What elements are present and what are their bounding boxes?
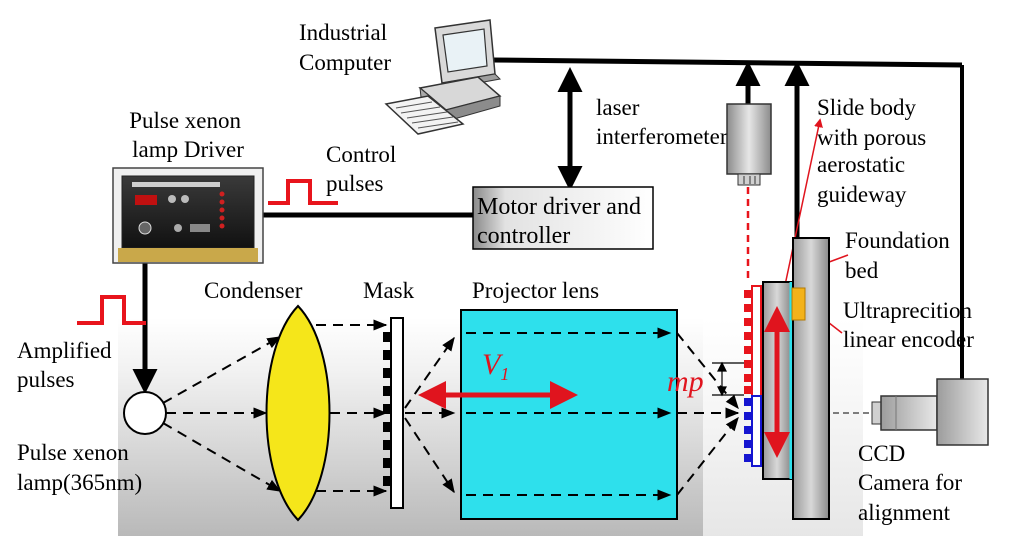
motor-driver-label: Motor driver and controller <box>477 194 647 249</box>
control-pulse-waveform <box>268 179 338 205</box>
rays-condenser-to-mask <box>316 319 388 497</box>
mask-plate <box>383 317 404 509</box>
linear-encoder <box>791 287 806 321</box>
mp-dimension <box>712 361 744 397</box>
ccd-camera-icon <box>871 378 989 446</box>
condenser-lens <box>265 304 331 522</box>
interferometer-label: laser interferometer <box>596 95 728 149</box>
foundation-bed <box>792 237 830 520</box>
encoder-label: Ultraprecition linear encoder <box>843 298 978 352</box>
ccd-label: CCD Camera for alignment <box>858 441 968 525</box>
mp-symbol: mp <box>667 365 704 398</box>
foundation-bed-label: Foundation bed <box>845 228 956 283</box>
driver-label: Pulse xenon lamp Driver <box>129 108 247 162</box>
v1-symbol: V1 <box>482 348 509 384</box>
v1-motion-arrow <box>418 381 578 409</box>
xenon-lamp-icon <box>123 391 167 435</box>
rays-inside-projector <box>466 327 672 501</box>
v2-motion-arrow <box>764 306 790 458</box>
projector-lens-label: Projector lens <box>472 278 599 303</box>
computer-label: Industrial Computer <box>299 20 393 75</box>
lamp-label: Pulse xenon lamp(365nm) <box>17 440 142 495</box>
amplified-pulse-waveform <box>77 295 146 325</box>
computer-icon <box>384 19 502 135</box>
rays-lamp-to-condenser <box>162 336 282 492</box>
condenser-label: Condenser <box>204 278 303 303</box>
interferometer-device <box>726 103 772 186</box>
amplified-pulses-label: Amplified pulses <box>17 338 117 392</box>
mask-label: Mask <box>363 278 415 303</box>
projector-lens-box <box>460 309 678 520</box>
wafer-pattern <box>744 285 762 467</box>
control-pulses-label: Control pulses <box>326 142 402 196</box>
rays-mask-to-projector <box>404 336 456 494</box>
slide-body-label: Slide body with porous aerostatic guidew… <box>817 95 932 207</box>
driver-device-photo <box>112 167 264 264</box>
slide-body-pointer <box>783 118 823 291</box>
motor-driver-box <box>472 186 654 250</box>
